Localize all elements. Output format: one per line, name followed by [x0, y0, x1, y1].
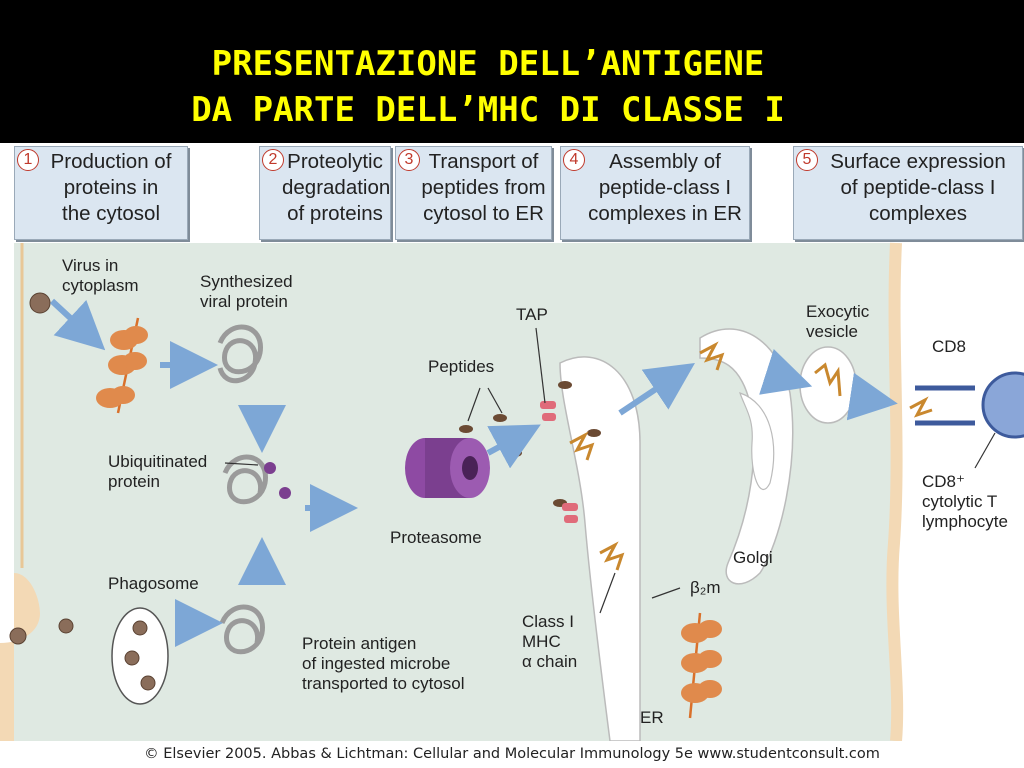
synthesized-protein-icon	[217, 324, 268, 655]
step-4-number: 4	[563, 149, 585, 171]
step-2-number: 2	[262, 149, 284, 171]
er-protein-icon	[681, 612, 722, 719]
left-membrane	[0, 243, 40, 741]
label-protein-antigen: Protein antigen of ingested microbe tran…	[302, 634, 465, 693]
cd8-t-cell	[981, 371, 1024, 439]
step-5-text: Surface expression of peptide-class I co…	[830, 150, 1006, 225]
antigen-presentation-diagram	[0, 242, 1024, 741]
label-class-i-mhc: Class I MHC α chain	[522, 612, 578, 671]
label-cd8-lymphocyte: CD8⁺ cytolytic T lymphocyte	[922, 472, 1008, 531]
label-ubiquitinated: Ubiquitinated protein	[108, 452, 208, 491]
er-shape	[559, 356, 641, 741]
extracellular-space	[896, 243, 1024, 741]
step-2-text: Proteolytic degradation of proteins	[282, 150, 391, 225]
proteasome-icon	[405, 438, 490, 498]
label-phagosome: Phagosome	[108, 574, 199, 593]
label-er: ER	[640, 708, 664, 727]
label-golgi: Golgi	[733, 548, 773, 567]
label-proteasome: Proteasome	[390, 528, 482, 547]
label-peptides: Peptides	[428, 357, 495, 376]
step-5-number: 5	[796, 149, 818, 171]
label-exocytic-vesicle: Exocytic vesicle	[806, 302, 870, 341]
viral-protein-icon	[96, 317, 148, 414]
tap-icon	[540, 401, 578, 523]
title-line-1: PRESENTAZIONE DELL’ANTIGENE	[211, 44, 765, 84]
step-1-number: 1	[17, 149, 39, 171]
pathway-arrows	[49, 298, 898, 647]
step-3-text: Transport of peptides from cytosol to ER	[421, 150, 546, 225]
step-5-box: 5 Surface expression of peptide-class I …	[793, 146, 1023, 240]
label-tap: TAP	[516, 305, 548, 324]
title-line-2: DA PARTE DELL’MHC DI CLASSE I	[191, 90, 785, 130]
copyright-footer: © Elsevier 2005. Abbas & Lichtman: Cellu…	[0, 741, 1024, 768]
step-3-number: 3	[398, 149, 420, 171]
cytoplasm	[14, 243, 1024, 741]
label-synthesized-protein: Synthesized viral protein	[200, 272, 293, 311]
exocytic-vesicle	[799, 346, 857, 424]
title-bar: PRESENTAZIONE DELL’ANTIGENE DA PARTE DEL…	[0, 0, 1024, 143]
label-cd8: CD8	[932, 337, 967, 356]
label-b2m: β₂m	[690, 578, 721, 597]
step-4-box: 4 Assembly of peptide-class I complexes …	[560, 146, 750, 240]
step-1-text: Production of proteins in the cytosol	[50, 150, 172, 225]
plasma-membrane	[886, 242, 904, 741]
step-4-text: Assembly of peptide-class I complexes in…	[588, 150, 742, 225]
step-1-box: 1 Production of proteins in the cytosol	[14, 146, 188, 240]
label-virus: Virus in cytoplasm	[62, 256, 139, 295]
class-i-chain-icons	[569, 341, 933, 571]
step-2-box: 2 Proteolytic degradation of proteins	[259, 146, 391, 240]
step-3-box: 3 Transport of peptides from cytosol to …	[395, 146, 552, 240]
